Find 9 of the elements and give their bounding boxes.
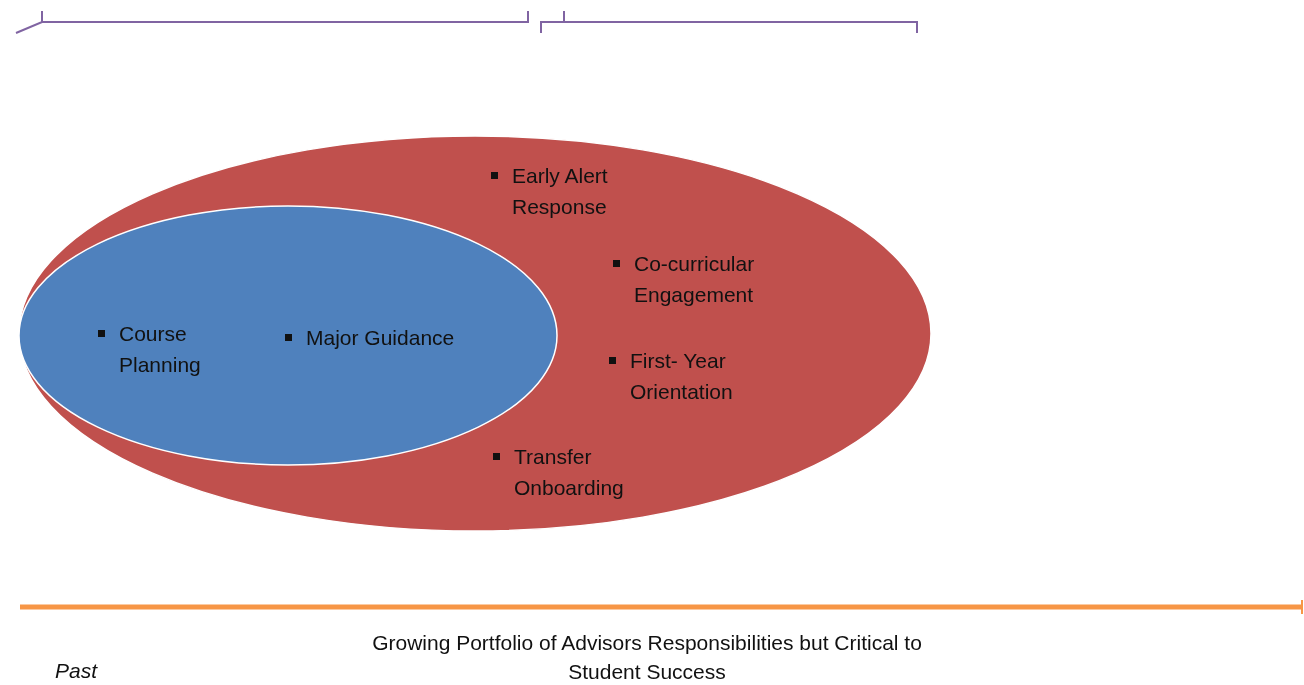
- caption-text: Growing Portfolio of Advisors Responsibilities but Critical to Student Success: [371, 630, 923, 685]
- bullet-item: Course Planning: [95, 318, 239, 380]
- outer-ellipse: [18, 135, 932, 532]
- bullet-item: Early Alert Response: [488, 160, 662, 222]
- bullet-item: Transfer Onboarding: [490, 441, 664, 503]
- bullet-item: Co-curricular Engagement: [610, 248, 804, 310]
- axis-label: Past: [55, 658, 99, 684]
- bullet-item: First- Year Orientation: [606, 345, 800, 407]
- bullet-item: Major Guidance: [282, 322, 456, 353]
